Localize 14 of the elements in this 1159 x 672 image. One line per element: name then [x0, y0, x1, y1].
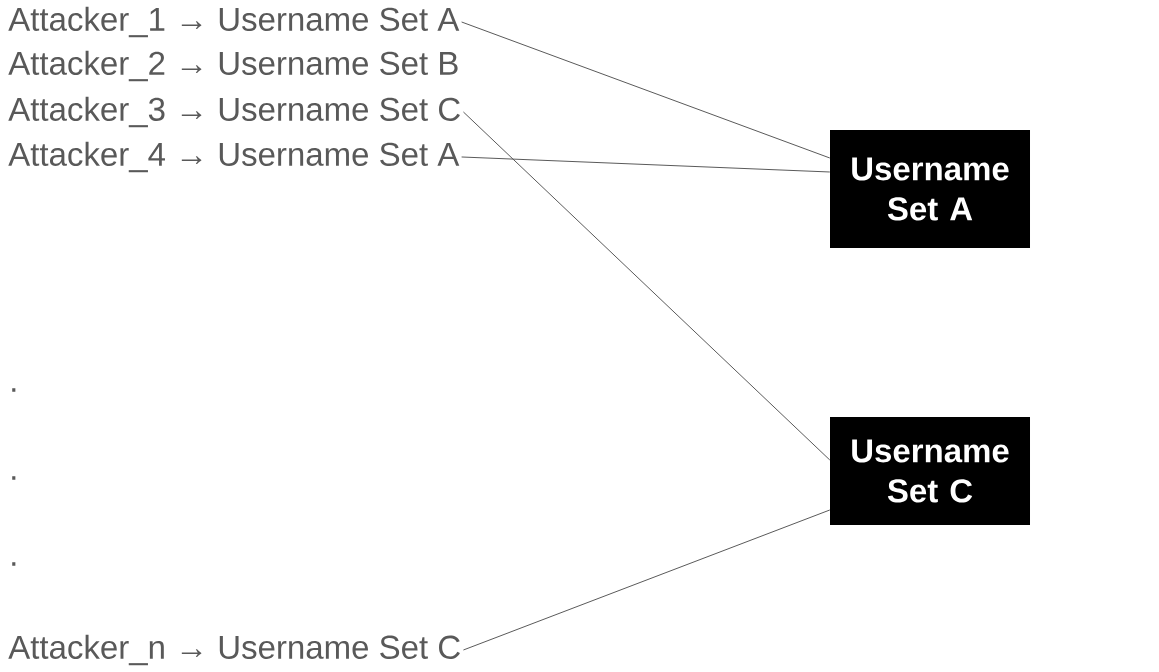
text-label: Attacker_1 → Username Set A — [8, 6, 460, 38]
connector-line — [462, 111, 831, 461]
label-box: Username Set C — [830, 417, 1030, 525]
text-label: Attacker_2 → Username Set B — [8, 50, 458, 82]
connector-line — [461, 156, 831, 173]
ellipsis-dot: . — [12, 562, 16, 566]
text-label: Attacker_3 → Username Set C — [8, 96, 460, 128]
ellipsis-dot: . — [12, 476, 16, 480]
text-label: Attacker_4 → Username Set A — [8, 141, 460, 173]
connector-line — [462, 509, 831, 651]
ellipsis-dot: . — [12, 388, 16, 392]
text-label: Attacker_n → Username Set C — [8, 634, 460, 666]
label-box: Username Set A — [830, 130, 1030, 248]
connector-line — [461, 21, 831, 159]
